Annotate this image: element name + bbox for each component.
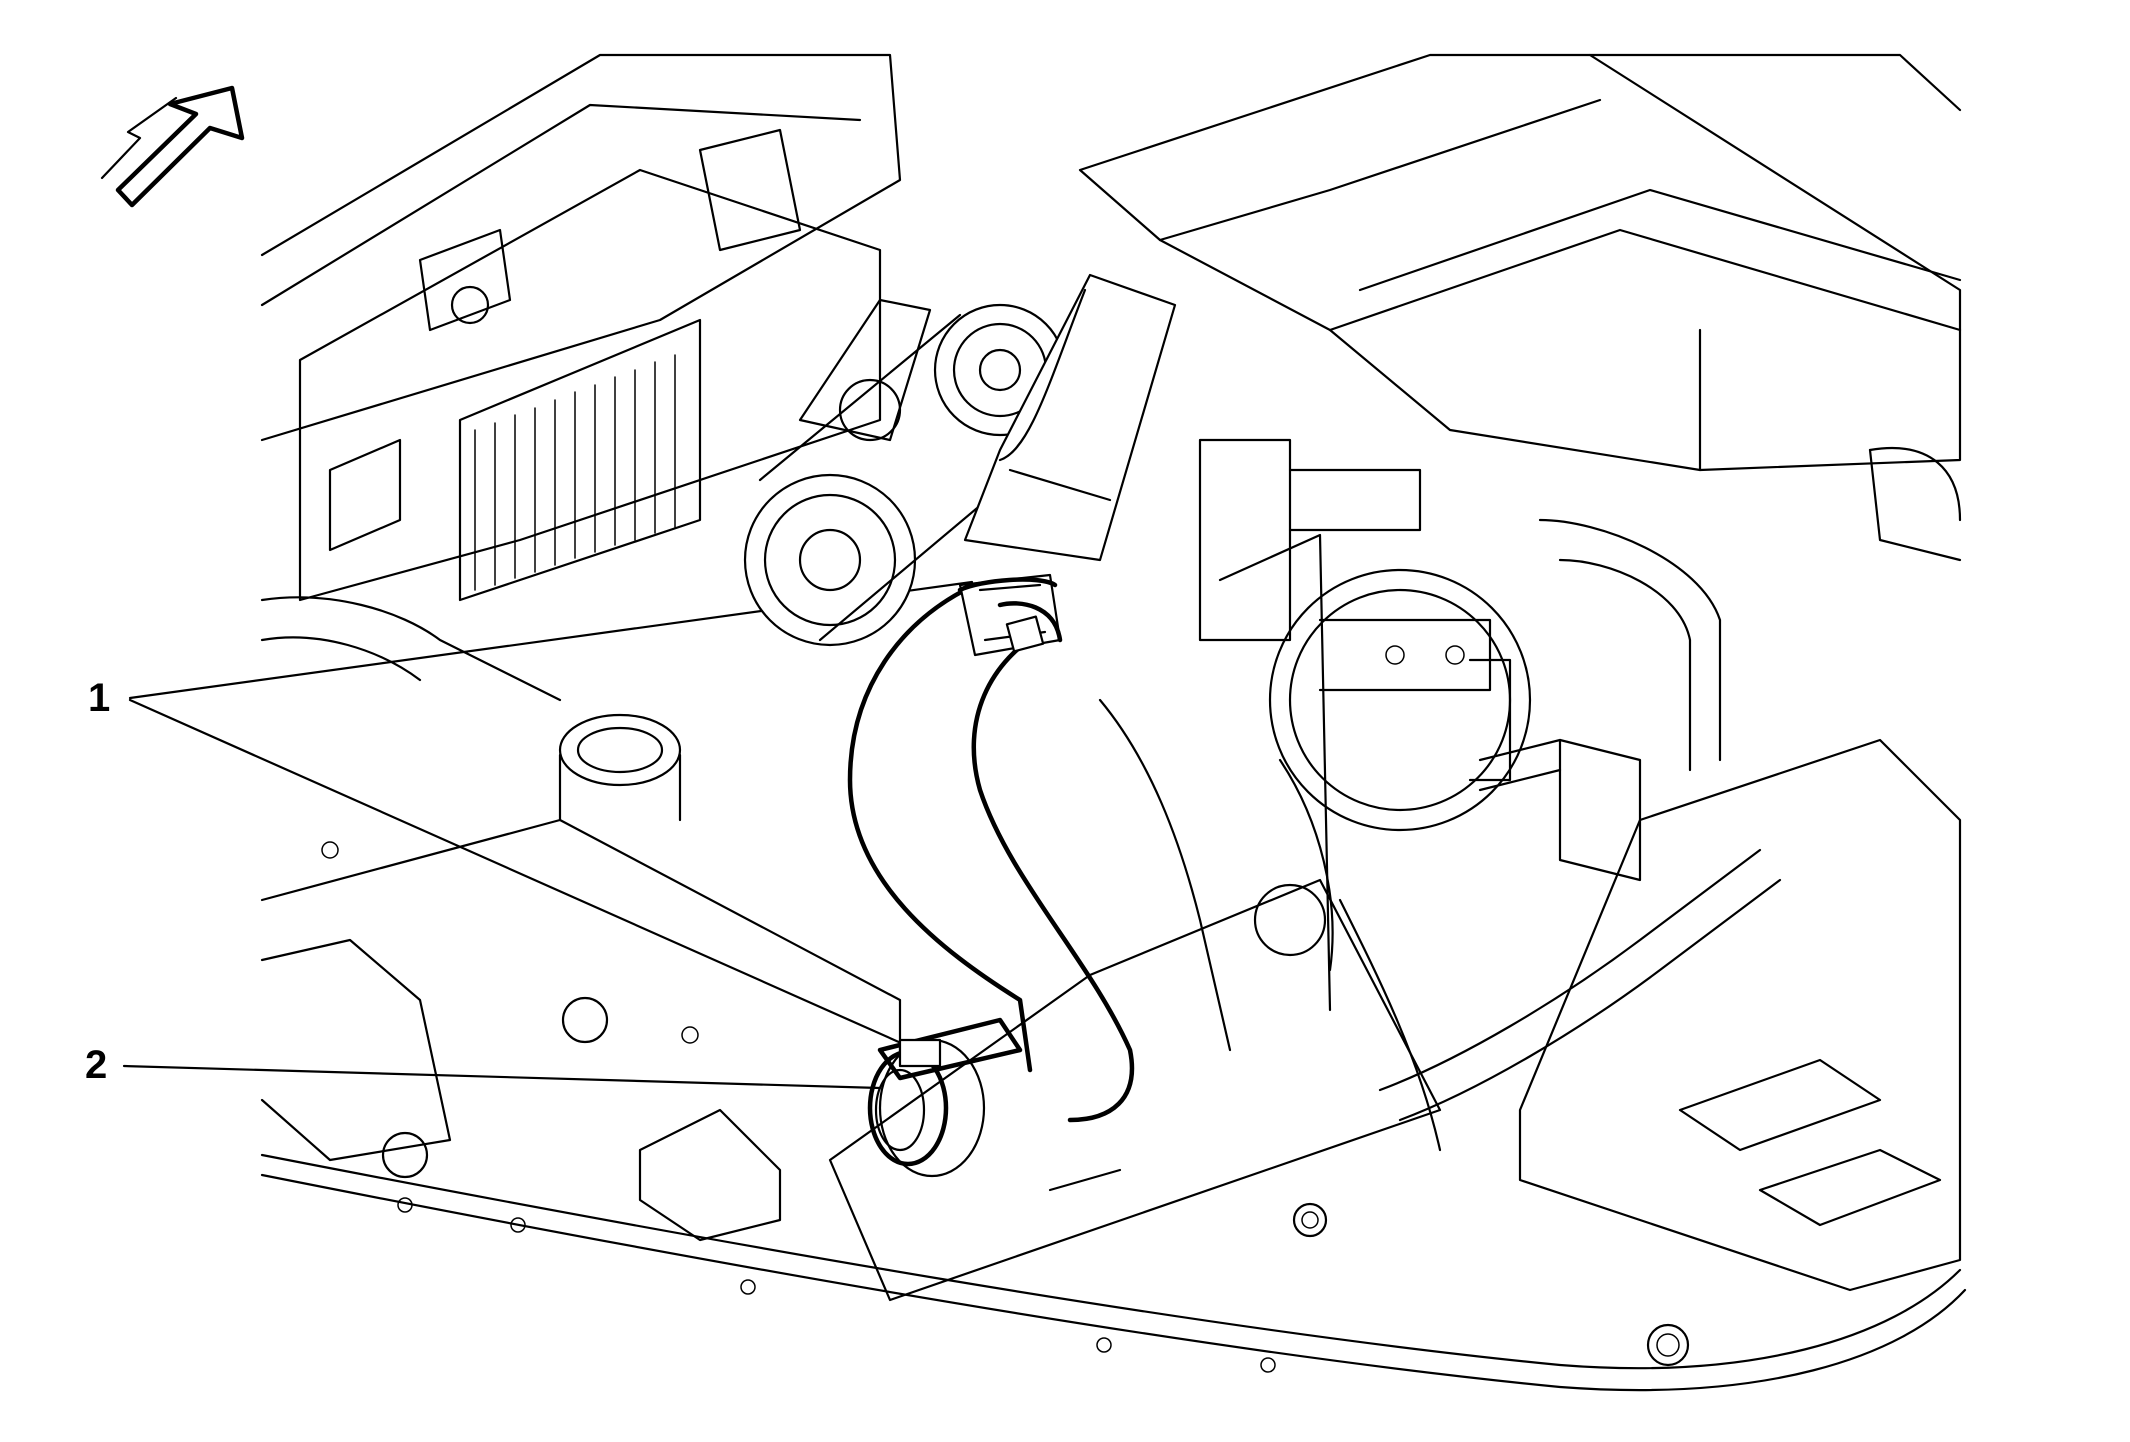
fuse-block [260, 53, 902, 702]
engine-misc [1098, 698, 1642, 1238]
hose-clamp-upper [957, 577, 1063, 653]
radiator-support [260, 1153, 1967, 1392]
hoses-right [1378, 447, 1962, 1292]
direction-arrow-icon [100, 85, 245, 208]
radiator-hose [847, 573, 1135, 1123]
throttle-body [1198, 438, 1532, 832]
lower-left-brackets [260, 938, 782, 1242]
callout-label-1: 1 [88, 676, 111, 720]
leader-lines-1 [128, 580, 974, 1049]
radiator-outlet [260, 713, 902, 1082]
air-intake-duct [963, 273, 1177, 562]
callout-label-2: 2 [85, 1043, 108, 1087]
hose-clamp-lower [867, 1017, 1023, 1178]
leader-line-2 [122, 1064, 882, 1090]
air-deflector-panel [828, 533, 1442, 1302]
engine-cover [1078, 53, 1962, 472]
